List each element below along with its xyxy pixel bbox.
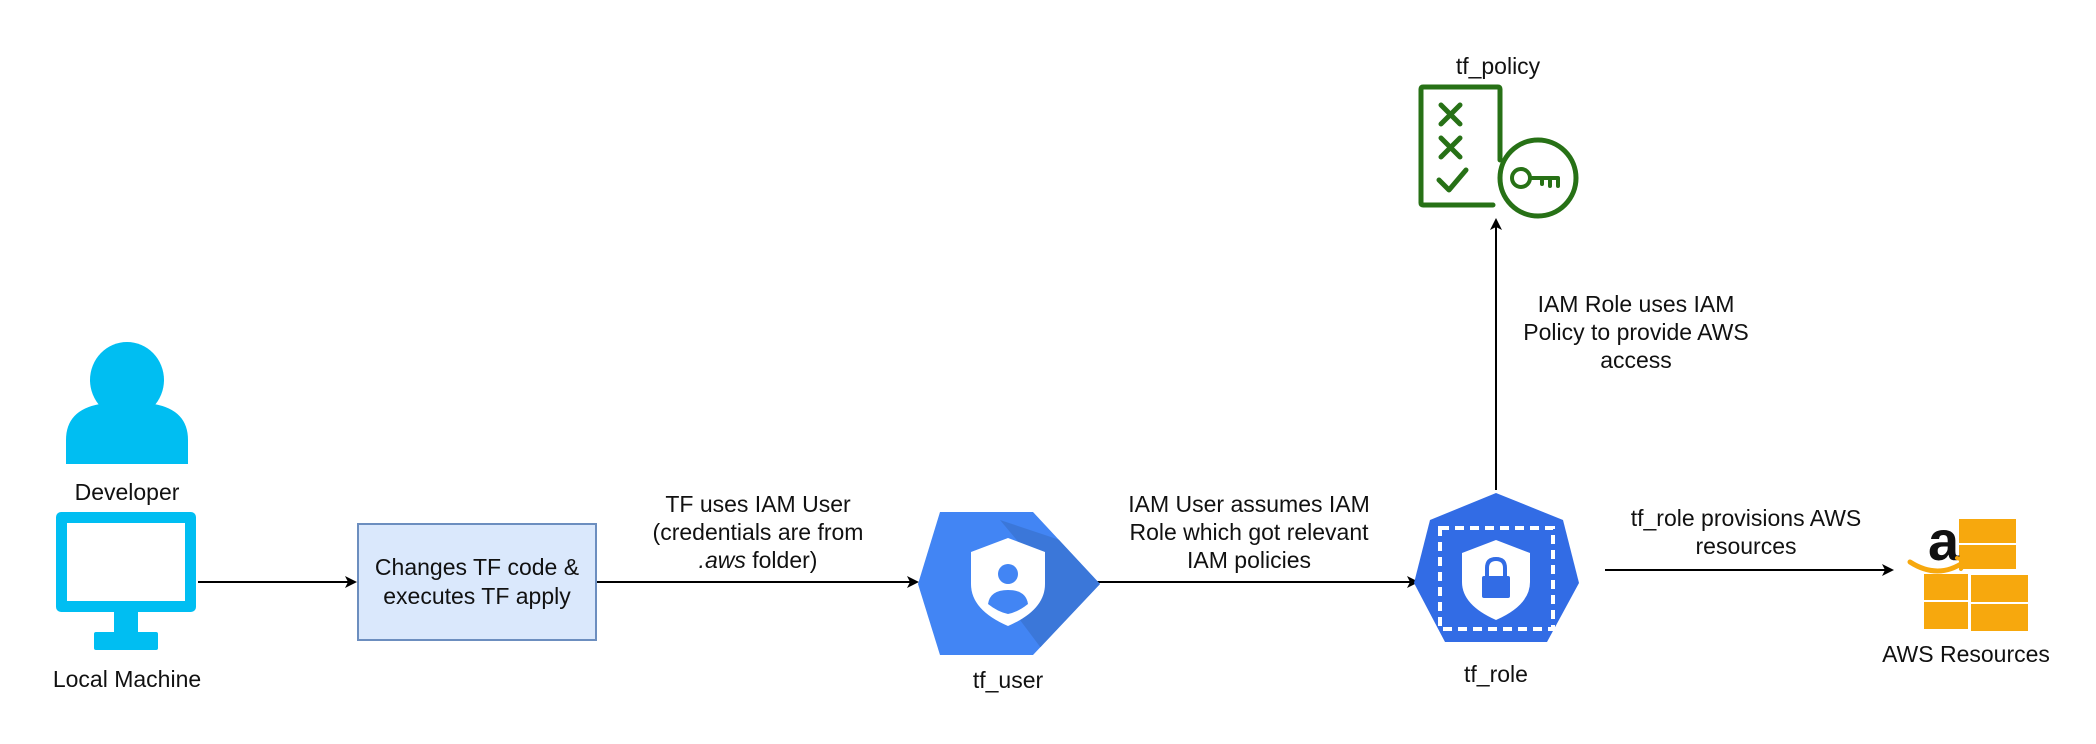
edge-label-line3: IAM policies xyxy=(1187,547,1311,573)
local-machine-label: Local Machine xyxy=(52,666,202,692)
svg-text:a: a xyxy=(1928,509,1960,572)
monitor-icon xyxy=(56,512,196,650)
edge-label-line3: access xyxy=(1600,347,1672,373)
iam-user-shield-icon xyxy=(918,512,1100,655)
edge-label-tf-uses-iam-user: TF uses IAM User (credentials are from .… xyxy=(653,490,864,574)
aws-resources-label: AWS Resources xyxy=(1882,641,2050,667)
aws-folder-text: .aws xyxy=(698,547,746,573)
tf-role-label: tf_role xyxy=(1464,661,1528,687)
process-line1: Changes TF code & xyxy=(374,554,580,580)
edge-label-user-assumes-role: IAM User assumes IAM Role which got rele… xyxy=(1128,490,1370,574)
edge-label-line1: IAM User assumes IAM xyxy=(1128,491,1370,517)
folder-text: folder) xyxy=(745,547,818,573)
edge-label-line2: resources xyxy=(1695,533,1797,559)
edge-label-line2: (credentials are from xyxy=(652,519,864,545)
developer-label: Developer xyxy=(74,479,180,505)
process-line2: executes TF apply xyxy=(383,583,571,609)
edge-label-line2: Policy to provide AWS xyxy=(1523,319,1749,345)
edge-label-line1: IAM Role uses IAM xyxy=(1537,291,1735,317)
edge-label-line1: tf_role provisions AWS xyxy=(1630,505,1862,531)
edge-label-line2: Role which got relevant xyxy=(1129,519,1369,545)
edge-label-role-uses-policy: IAM Role uses IAM Policy to provide AWS … xyxy=(1523,290,1748,374)
iam-role-lock-icon xyxy=(1414,493,1579,642)
tf-policy-label: tf_policy xyxy=(1455,53,1541,79)
user-icon xyxy=(66,342,188,464)
edge-label-line1: TF uses IAM User xyxy=(665,491,851,517)
tf-user-label: tf_user xyxy=(972,667,1044,693)
amazon-boxes-icon: a xyxy=(1907,509,2028,631)
edge-label-role-provisions: tf_role provisions AWS resources xyxy=(1631,504,1862,560)
edge-label-line3: .aws folder) xyxy=(653,546,864,574)
process-box: Changes TF code & executes TF apply xyxy=(357,523,597,641)
iam-policy-key-icon xyxy=(1418,84,1579,219)
